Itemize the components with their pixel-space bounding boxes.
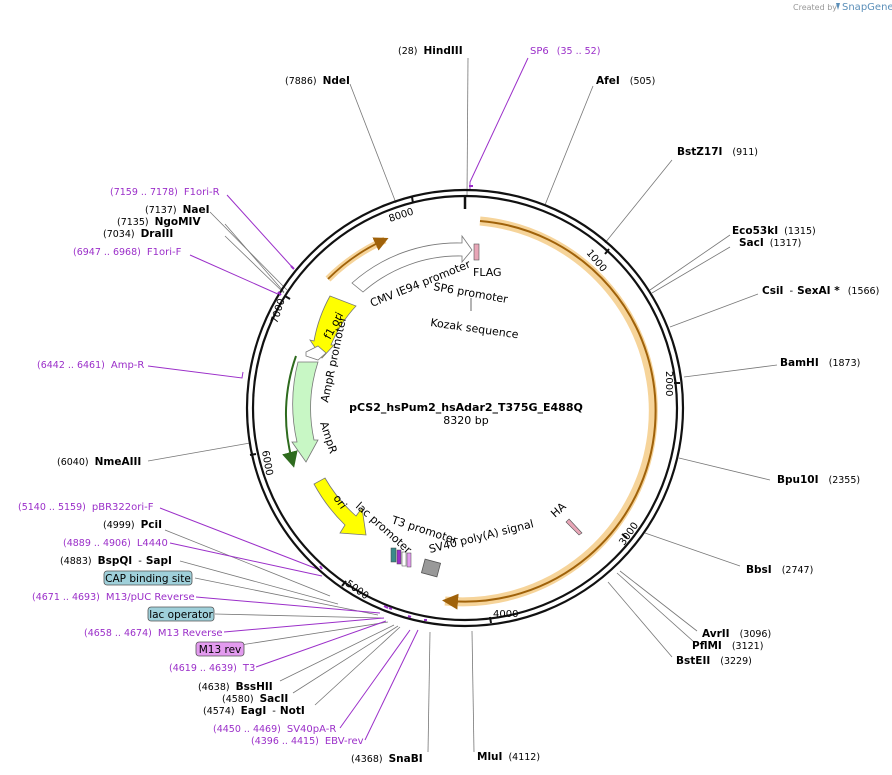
site-label-bamhi: BamHI(1873) [780, 357, 860, 369]
snapgene-logo-icon [836, 3, 840, 10]
primer-label-ebv-rev: (4396 .. 4415)EBV-rev [251, 736, 364, 747]
site-label-bstz17i: BstZ17I(911) [677, 146, 758, 158]
primer-label-f1ori-f: (6947 .. 6968)F1ori-F [73, 247, 182, 258]
ori-arrow [313, 477, 367, 536]
site-label-ngomiv: (7135)NgoMIV [117, 216, 201, 228]
primer-label-sp6: SP6(35 .. 52) [530, 46, 600, 57]
backbone [245, 188, 685, 628]
site-label-bbsi: BbsI(2747) [746, 564, 813, 576]
tick-label: 4000 [493, 609, 518, 620]
primer-lines [147, 57, 529, 741]
primer-label-t3: (4619 .. 4639)T3 [169, 663, 255, 674]
primer-label-m13-reverse: (4658 .. 4674)M13 Reverse [84, 628, 223, 639]
sp6-arrow [325, 236, 389, 282]
cmv-promoter-arrow [351, 234, 473, 293]
site-label-sacii: (4580)SacII [222, 693, 288, 705]
site-label-bpu10i: Bpu10I(2355) [777, 474, 860, 486]
credit: Created by SnapGene [793, 2, 892, 13]
ha-label: HA [548, 500, 569, 521]
site-label-pcii: (4999)PciI [103, 519, 162, 531]
site-label-bsteii: BstEII(3229) [676, 655, 752, 667]
site-label-eco53ki: Eco53kI(1315) [732, 225, 816, 237]
site-label-csii: CsiI-SexAI *(1566) [762, 285, 879, 297]
site-label-snabi: (4368)SnaBI [351, 753, 423, 765]
primer-markers [277, 185, 473, 621]
leader-lines [147, 57, 778, 753]
primer-labels: SP6(35 .. 52) (7159 .. 7178)F1ori-R (694… [18, 46, 600, 747]
site-label-saci: SacI(1317) [739, 237, 801, 249]
site-label-nmeaiii: (6040)NmeAIII [57, 456, 141, 468]
plasmid-name: pCS2_hsPum2_hsAdar2_T375G_E488Q [349, 401, 583, 414]
site-label-eagi: (4574)EagI-NotI [203, 705, 305, 717]
tick-marks [249, 196, 680, 624]
flag-feature [473, 243, 480, 261]
credit-brand: SnapGene [842, 2, 892, 13]
tick-label: 6000 [259, 450, 274, 477]
site-label-avrii: AvrII(3096) [702, 628, 771, 640]
site-label-afei: AfeI(505) [596, 75, 655, 87]
primer-label-amp-r: (6442 .. 6461)Amp-R [37, 360, 144, 371]
site-label-ndei: (7886)NdeI [285, 75, 350, 87]
site-labels: (28)HindIII AfeI(505) BstZ17I(911) Eco53… [57, 45, 879, 765]
f1-ori-arrow [309, 295, 357, 359]
lac-region [390, 547, 412, 568]
ampr-label: AmpR [317, 420, 340, 456]
ampr-arrow [291, 361, 319, 463]
ampr-line [282, 355, 298, 468]
primer-label-sv40pa-r: (4450 .. 4469)SV40pA-R [213, 724, 336, 735]
ampr-promoter-arrow [305, 345, 327, 361]
plasmid-size: 8320 bp [443, 414, 488, 427]
site-label-mlui: MluI(4112) [477, 751, 540, 763]
site-label-bsshii: (4638)BssHII [198, 681, 273, 693]
flag-label: FLAG [473, 266, 502, 279]
primer-label-m13-puc-reverse: (4671 .. 4693)M13/pUC Reverse [32, 592, 195, 603]
primer-label-f1ori-r: (7159 .. 7178)F1ori-R [110, 187, 220, 198]
tick-label: 2000 [663, 371, 674, 396]
ha-marker [565, 518, 583, 536]
lac-operator-label: lac operator [149, 609, 213, 621]
cap-binding-site-label: CAP binding site [105, 573, 191, 585]
site-label-draiii: (7034)DraIII [103, 228, 173, 240]
site-label-hindiii: (28)HindIII [398, 45, 463, 57]
sv40-polya-box [420, 558, 442, 578]
primer-label-pbr322ori-f: (5140 .. 5159)pBR322ori-F [18, 502, 154, 513]
site-label-pflmi: PflMI(3121) [692, 640, 763, 652]
primer-label-l4440: (4889 .. 4906)L4440 [63, 538, 168, 549]
m13-rev-label: M13 rev [199, 644, 242, 656]
credit-prefix: Created by [793, 3, 837, 12]
site-label-naei: (7137)NaeI [145, 204, 210, 216]
boxed-feature-labels: CAP binding site lac operator M13 rev [103, 570, 245, 657]
orf-arc [442, 216, 658, 610]
site-label-bspqi: (4883)BspQI-SapI [60, 555, 172, 567]
kozak-label: Kozak sequence [430, 316, 520, 341]
tick-label: 7000 [269, 297, 287, 325]
